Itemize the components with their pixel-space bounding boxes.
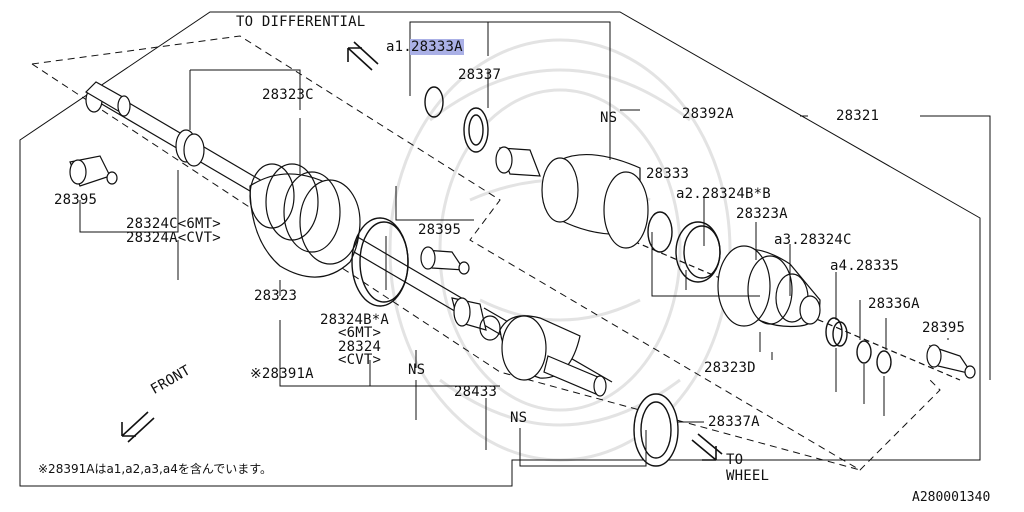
cap-28395-left (69, 155, 118, 187)
part-28323D[interactable]: 28323D (704, 360, 756, 376)
ring-28333 (647, 211, 673, 253)
part-28333[interactable]: 28333 (646, 166, 690, 182)
to-differential-label: TO DIFFERENTIAL (236, 14, 366, 30)
clamp-28324C-right (825, 317, 848, 347)
part-a1-prefix: a1. (386, 39, 412, 55)
dashed-boundary (31, 35, 941, 471)
ring-28337 (463, 107, 489, 153)
joint-housing-28392A (495, 146, 649, 249)
to-wheel-label-2: WHEEL (726, 468, 770, 484)
ns-label-2: NS (408, 362, 426, 378)
arrow-to-differential (347, 41, 379, 71)
part-a2-28324B-B[interactable]: a2.28324B*B (676, 186, 771, 202)
to-wheel-label-1: TO (726, 452, 744, 468)
part-28395-right[interactable]: 28395 (922, 320, 966, 336)
part-28395-left[interactable]: 28395 (54, 192, 98, 208)
outer-joint-28433 (451, 297, 607, 397)
clamp-28324B-B (675, 221, 721, 283)
part-28324[interactable]: 28324 (338, 339, 382, 355)
part-28395-mid[interactable]: 28395 (418, 222, 462, 238)
sub-CVT: <CVT> (338, 352, 382, 368)
arrow-to-wheel (691, 433, 723, 461)
arrow-front (121, 411, 155, 443)
part-28336A[interactable]: 28336A (868, 296, 920, 312)
boot-28323 (249, 163, 361, 278)
leader-lines (79, 21, 991, 467)
watermark (388, 38, 732, 462)
sub-6MT: <6MT> (338, 325, 382, 341)
part-28324A-CVT[interactable]: 28324A<CVT> (126, 230, 221, 246)
outer-frame (19, 11, 981, 487)
ring-28335 (856, 340, 872, 364)
ring-28337A (633, 393, 679, 467)
part-a3-28324C[interactable]: a3.28324C (774, 232, 852, 248)
part-28337[interactable]: 28337 (458, 67, 502, 83)
part-28391A[interactable]: ※28391A (250, 366, 314, 382)
cap-28395-mid (420, 246, 470, 275)
clamp-28324C (175, 129, 205, 167)
inner-spline-stub (85, 81, 131, 117)
part-28337A[interactable]: 28337A (708, 414, 760, 430)
part-28433[interactable]: 28433 (454, 384, 498, 400)
dashed-boundary-2 (31, 63, 861, 471)
ns-label-3: NS (510, 410, 528, 426)
cap-28395-right (926, 344, 976, 379)
figure-id: A280001340 (912, 490, 991, 505)
part-28323A[interactable]: 28323A (736, 206, 788, 222)
snap-ring-28333A (424, 86, 444, 118)
part-28324B-A[interactable]: 28324B*A (320, 312, 390, 328)
part-28333A[interactable]: 28333A (410, 39, 464, 55)
part-28324C-6MT[interactable]: 28324C<6MT> (126, 216, 221, 232)
part-28392A[interactable]: 28392A (682, 106, 734, 122)
ns-label-1: NS (600, 110, 618, 126)
ring-28336A (876, 350, 892, 374)
clamp-28324B-A (351, 217, 409, 307)
boot-28323A (717, 245, 821, 328)
footnote: ※28391Aはa1,a2,a3,a4を含んでいます。 (38, 462, 273, 476)
part-28323[interactable]: 28323 (254, 288, 298, 304)
part-28323C[interactable]: 28323C (262, 87, 314, 103)
part-28321[interactable]: 28321 (836, 108, 880, 124)
part-a4-28335[interactable]: a4.28335 (830, 258, 900, 274)
